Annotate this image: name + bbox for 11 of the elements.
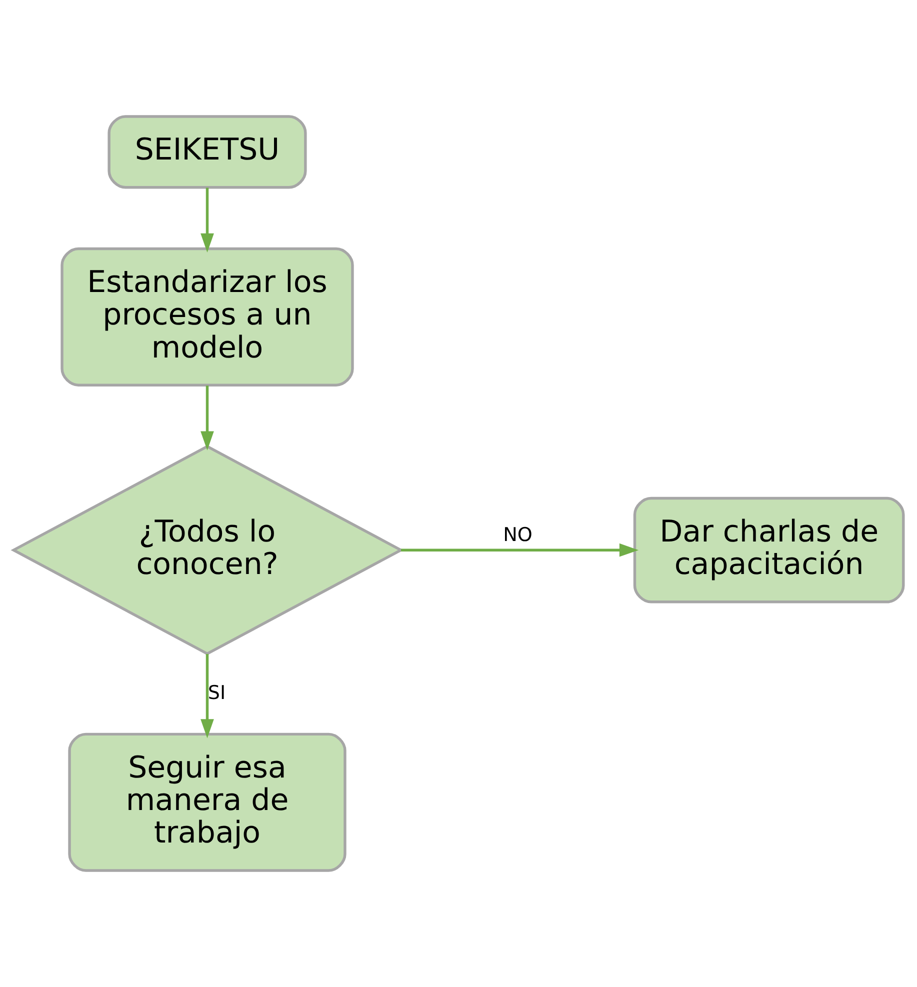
node-diamond: ¿Todos lo conocen? — [10, 444, 404, 656]
edge-label: SI — [208, 681, 226, 704]
edge-label: NO — [503, 522, 532, 546]
arrow — [401, 543, 639, 557]
node-box: SEIKETSU — [108, 115, 307, 189]
arrow — [200, 386, 214, 450]
node-box: Seguir esa manera de trabajo — [68, 732, 346, 872]
arrow — [200, 654, 214, 738]
node-box: Dar charlas de capacitación — [633, 496, 905, 604]
arrow — [200, 188, 214, 253]
node-box: Estandarizar los procesos a un modelo — [60, 247, 354, 386]
